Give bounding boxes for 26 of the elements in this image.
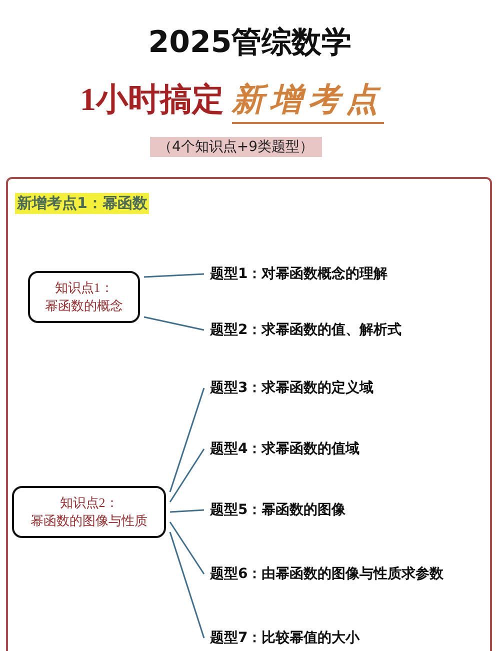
connector-line xyxy=(169,448,205,502)
title: 2025管综数学 xyxy=(147,24,353,62)
question-type-text: 题型2：求幂函数的值、解析式 xyxy=(210,321,402,339)
headline: 新增考点 xyxy=(232,78,384,124)
question-type-text: 题型7：比较幂值的大小 xyxy=(210,629,360,647)
subtitle: 1小时搞定 xyxy=(80,80,224,119)
topic-text: 知识点1： xyxy=(54,279,114,297)
section-panel xyxy=(6,177,492,651)
summary-tag: （4个知识点+9类题型） xyxy=(150,137,322,157)
topic-text: 幂函数的概念 xyxy=(45,297,123,315)
question-type-text: 题型4：求幂函数的值域 xyxy=(210,440,360,458)
question-type-text: 题型3：求幂函数的定义域 xyxy=(210,379,374,397)
section-heading: 新增考点1：幂函数 xyxy=(15,193,150,214)
question-type-text: 题型6：由幂函数的图像与性质求参数 xyxy=(210,565,444,583)
connector-line xyxy=(169,388,205,492)
connector-line xyxy=(170,509,204,513)
topic-text: 知识点2： xyxy=(60,494,118,512)
question-type-text: 题型5：幂函数的图像 xyxy=(210,501,346,519)
topic-box xyxy=(28,271,140,323)
connector-line xyxy=(144,316,204,331)
question-type-text: 题型1：对幂函数概念的理解 xyxy=(210,265,388,283)
topic-box xyxy=(12,486,166,538)
topic-text: 幂函数的图像与性质 xyxy=(30,512,148,530)
connector-line xyxy=(169,532,205,638)
connector-line xyxy=(169,522,205,574)
connector-line xyxy=(144,273,204,278)
